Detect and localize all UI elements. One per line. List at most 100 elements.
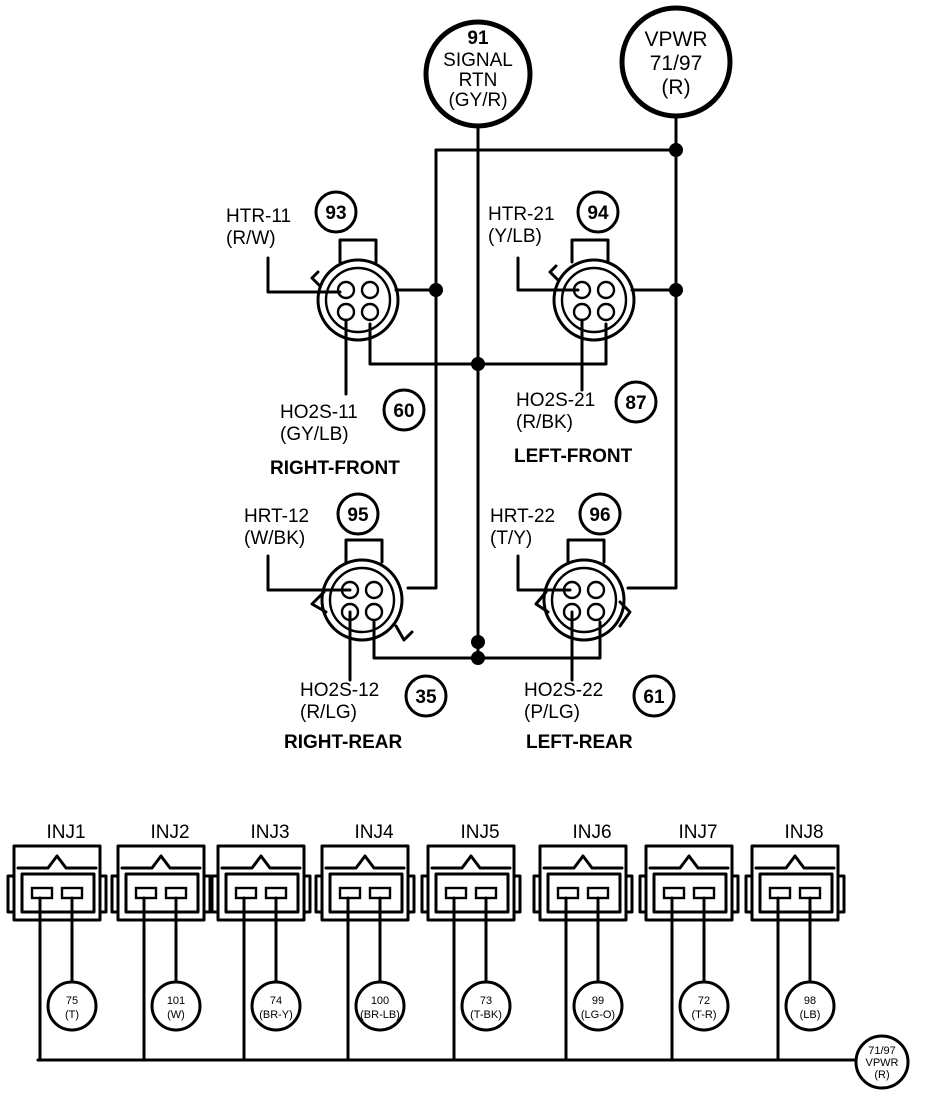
injector-tab xyxy=(836,874,846,914)
lr-heater-color: (T/Y) xyxy=(490,528,532,549)
vpwr-bottom-pin: 71/97 xyxy=(868,1045,896,1057)
injector-wire-color: (T) xyxy=(65,1009,79,1021)
injector-pin-number: 75 xyxy=(66,995,78,1007)
injector-wire-color: (BR-LB) xyxy=(360,1009,400,1021)
lr-position-label: LEFT-REAR xyxy=(526,732,633,753)
injector-pin-terminal xyxy=(234,886,258,900)
injector-pin-terminal xyxy=(444,886,468,900)
rf-signal-name: HO2S-11 xyxy=(280,402,358,423)
injector-pin-circle xyxy=(678,980,730,1032)
injector-body xyxy=(116,844,206,922)
injector-body xyxy=(644,844,734,922)
injector-face xyxy=(328,872,404,914)
injector-tab xyxy=(302,874,312,914)
injector-wire-color: (BR-Y) xyxy=(259,1009,293,1021)
connector-left-rear xyxy=(534,538,632,642)
injector-latch xyxy=(542,854,624,870)
vpwr-pin: 71/97 xyxy=(650,52,703,75)
vpwr-color: (R) xyxy=(661,76,690,99)
injector-face xyxy=(434,872,510,914)
connector-left-front xyxy=(548,238,636,342)
injector-face xyxy=(20,872,96,914)
injector-tab xyxy=(110,874,120,914)
signal-rtn-node: 91 SIGNAL RTN (GY/R) xyxy=(423,19,533,129)
injector-latch xyxy=(430,854,512,870)
rr-position-label: RIGHT-REAR xyxy=(284,732,403,753)
injector-pin-circle xyxy=(46,980,98,1032)
injector-label: INJ6 xyxy=(572,822,611,843)
injector-tab xyxy=(730,874,740,914)
injector-pin-circle xyxy=(150,980,202,1032)
injector-pin-circle xyxy=(250,980,302,1032)
signal-rtn-sub: RTN xyxy=(459,70,498,91)
injector-pin-number: 72 xyxy=(698,995,710,1007)
splice-dot xyxy=(429,283,443,297)
lr-signal-pin-circle xyxy=(632,674,676,718)
injector-latch xyxy=(16,854,98,870)
injector-face xyxy=(758,872,834,914)
lr-heater-name: HRT-22 xyxy=(490,506,555,527)
injector-pin-circle xyxy=(572,980,624,1032)
splice-dot xyxy=(669,283,683,297)
injector-pin-number: 74 xyxy=(270,995,282,1007)
injector-face xyxy=(124,872,200,914)
injector-pin-terminal xyxy=(338,886,362,900)
injector-face xyxy=(546,872,622,914)
rr-signal-color: (R/LG) xyxy=(300,702,357,723)
injector-pin-number: 73 xyxy=(480,995,492,1007)
o2-sensor-wiring xyxy=(266,116,683,682)
injector-body xyxy=(538,844,628,922)
vpwr-node-bottom: 71/97 VPWR (R) xyxy=(854,1034,910,1090)
injector-face xyxy=(652,872,728,914)
lf-signal-pin: 87 xyxy=(625,393,646,414)
injector-label: INJ4 xyxy=(354,822,394,843)
injector-label: INJ3 xyxy=(250,822,289,843)
splice-dot xyxy=(471,651,485,665)
injector-pin-terminal xyxy=(134,886,158,900)
injector-pin-number: 98 xyxy=(804,995,816,1007)
injector-pin-circle xyxy=(354,980,406,1032)
injector-latch xyxy=(120,854,202,870)
lr-heater-pin: 96 xyxy=(589,505,610,526)
lf-heater-pin: 94 xyxy=(587,203,609,224)
connector-right-front xyxy=(310,238,400,342)
injector-tab xyxy=(420,874,430,914)
rf-signal-pin: 60 xyxy=(393,401,414,422)
injector-tab xyxy=(202,874,212,914)
injector-wire-color: (LB) xyxy=(800,1009,821,1021)
vpwr-bottom-label: VPWR xyxy=(866,1057,899,1069)
lr-signal-color: (P/LG) xyxy=(524,702,580,723)
injector-tab xyxy=(406,874,416,914)
injector-wire-color: (T-R) xyxy=(691,1009,716,1021)
injector-pin-terminal xyxy=(768,886,792,900)
splice-dot xyxy=(471,635,485,649)
injector-label: INJ8 xyxy=(784,822,823,843)
injector-latch xyxy=(754,854,836,870)
rr-heater-pin-circle xyxy=(336,492,380,536)
injector-pin-terminal xyxy=(556,886,580,900)
injector-tab xyxy=(638,874,648,914)
signal-rtn-pin: 91 xyxy=(467,28,489,49)
injector-body xyxy=(320,844,410,922)
injector-latch xyxy=(648,854,730,870)
injector-tab xyxy=(314,874,324,914)
injector-latch xyxy=(324,854,406,870)
lf-heater-name: HTR-21 xyxy=(488,204,555,225)
lr-heater-pin-circle xyxy=(578,492,622,536)
injector-pin-terminal xyxy=(662,886,686,900)
injector-label: INJ5 xyxy=(460,822,499,843)
injector-tab xyxy=(532,874,542,914)
vpwr-label: VPWR xyxy=(645,28,708,51)
injector-wire-color: (LG-O) xyxy=(581,1009,615,1021)
rf-position-label: RIGHT-FRONT xyxy=(270,458,400,479)
injector-tab xyxy=(6,874,16,914)
rf-heater-color: (R/W) xyxy=(226,228,276,249)
injector-tab xyxy=(512,874,522,914)
injector-body xyxy=(750,844,840,922)
signal-rtn-color: (GY/R) xyxy=(448,90,507,111)
injector-pin-circle xyxy=(460,980,512,1032)
